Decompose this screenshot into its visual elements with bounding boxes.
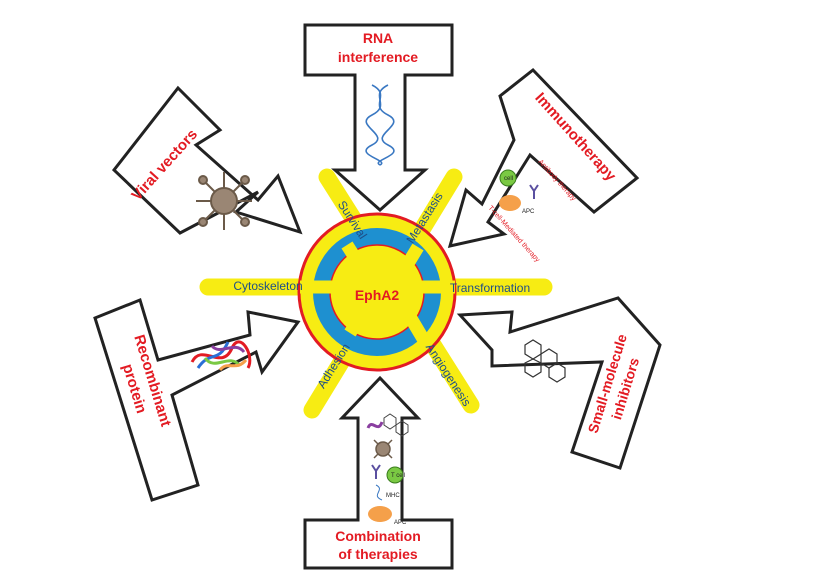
immunotherapy-arrow: Immunotherapy cell APC Antibody therapy …	[447, 67, 640, 264]
small-molecule-arrow: Small-molecule inhibitors	[456, 296, 662, 470]
rna-label-line2: interference	[338, 49, 418, 65]
combination-arrow: Combination of therapies T cell MHC APC	[303, 375, 454, 570]
combination-icons: T cell MHC APC	[366, 413, 409, 526]
rna-interference-arrow: RNA interference	[303, 23, 454, 213]
apc-bottom-mini-label: APC	[394, 520, 407, 526]
epha2-label: EphA2	[355, 287, 400, 303]
combo-label-line1: Combination	[335, 528, 421, 544]
combo-label-line2: of therapies	[338, 546, 418, 562]
recombinant-protein-arrow: Recombinant protein	[93, 297, 301, 502]
apc-mini-label: APC	[522, 209, 535, 215]
spoke-label-angiogenesis: Angiogenesis	[423, 341, 474, 409]
spoke-label-cytoskeleton: Cytoskeleton	[233, 279, 302, 293]
mhc-mini-label: MHC	[386, 493, 400, 499]
epha2-hub: EphA2 Survival Metastasis Cytoskeleton T…	[199, 168, 553, 419]
protein-structure-icon	[190, 340, 252, 372]
hexagon-molecule-icon	[524, 339, 566, 383]
rna-helix-icon	[365, 84, 395, 166]
spoke-label-transformation: Transformation	[450, 281, 530, 295]
virus-particle-icon	[196, 172, 252, 230]
viral-vectors-arrow: Viral vectors	[111, 85, 303, 235]
cell-mini-label: cell	[504, 176, 513, 182]
tcell-mini-label: T cell	[391, 473, 405, 479]
rna-label-line1: RNA	[363, 30, 393, 46]
